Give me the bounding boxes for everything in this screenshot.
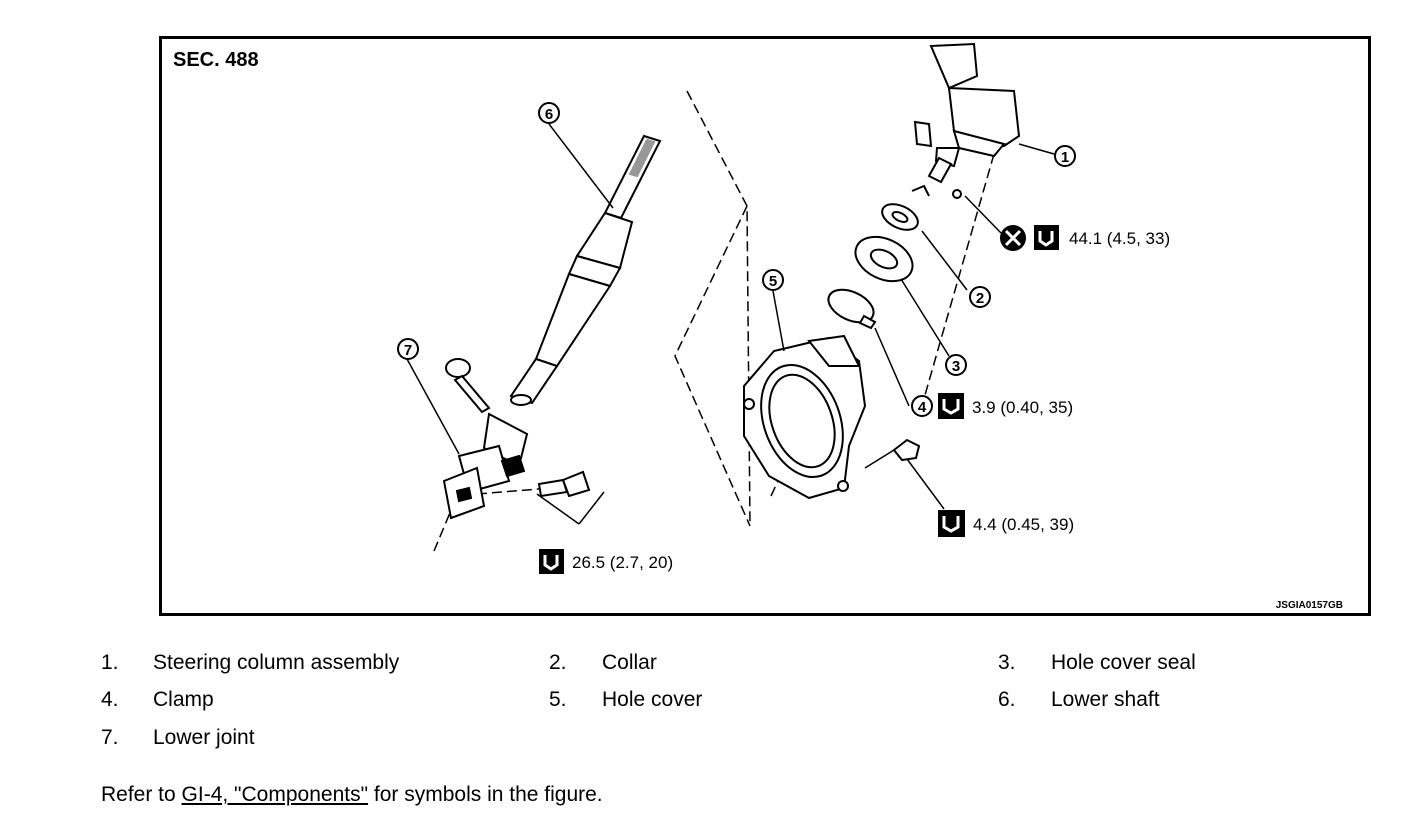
legend-label-3: Hole cover seal (1051, 651, 1196, 674)
legend-num-1: 1. (101, 651, 119, 674)
steering-column-drawing (913, 42, 1021, 199)
callout-3: 3 (945, 354, 967, 376)
footnote-suffix: for symbols in the figure. (368, 783, 603, 806)
replace-part-icon (1000, 225, 1026, 251)
legend-num-5: 5. (549, 688, 567, 711)
legend-num-6: 6. (998, 688, 1016, 711)
exploded-diagram: SEC. 488 JSGIA0157GB (159, 36, 1371, 616)
svg-text:2: 2 (976, 290, 984, 307)
legend-label-7: Lower joint (153, 726, 255, 749)
seal-collar-drawings (827, 184, 930, 462)
svg-text:4: 4 (918, 399, 927, 416)
svg-text:4.4 (0.45, 39): 4.4 (0.45, 39) (973, 515, 1074, 534)
legend-label-5: Hole cover (602, 688, 703, 711)
legend-num-2: 2. (549, 651, 567, 674)
lower-shaft-drawing (509, 134, 662, 406)
legend-label-2: Collar (602, 651, 657, 674)
torque-spec-2: 3.9 (0.40, 35) (938, 393, 1073, 419)
legend-label-4: Clamp (153, 688, 214, 711)
figure-frame (159, 36, 1371, 616)
legend-num-7: 7. (101, 726, 119, 749)
svg-text:3: 3 (952, 358, 960, 375)
lower-joint-drawing (442, 358, 591, 520)
svg-text:1: 1 (1061, 149, 1069, 166)
torque-spec-3: 4.4 (0.45, 39) (938, 510, 1074, 537)
svg-text:5: 5 (769, 273, 777, 290)
callout-4: 4 (911, 395, 933, 417)
footnote: Refer to GI-4, "Components" for symbols … (101, 783, 603, 807)
components-link[interactable]: GI-4, "Components" (181, 783, 369, 806)
torque-spec-4: 26.5 (2.7, 20) (539, 549, 673, 574)
legend-label-6: Lower shaft (1051, 688, 1160, 711)
callout-6: 6 (538, 102, 560, 124)
figure-code: JSGIA0157GB (1276, 600, 1343, 611)
hole-cover-drawing (743, 334, 867, 500)
legend-num-3: 3. (998, 651, 1016, 674)
torque-wrench-icon (1034, 225, 1059, 250)
legend-num-4: 4. (101, 688, 119, 711)
callout-7: 7 (397, 338, 419, 360)
callout-1: 1 (1054, 145, 1076, 167)
svg-text:26.5 (2.7, 20): 26.5 (2.7, 20) (572, 553, 673, 572)
svg-text:7: 7 (404, 342, 412, 359)
torque-spec-1: 44.1 (4.5, 33) (1000, 225, 1170, 251)
callout-2: 2 (969, 286, 991, 308)
legend-label-1: Steering column assembly (153, 651, 400, 674)
leader-lines (406, 123, 1055, 525)
torque-wrench-icon (938, 510, 965, 537)
section-label: SEC. 488 (173, 49, 259, 71)
torque-wrench-icon (938, 393, 964, 419)
torque-wrench-icon (539, 549, 564, 574)
svg-text:6: 6 (545, 106, 553, 123)
svg-text:3.9 (0.40, 35): 3.9 (0.40, 35) (972, 398, 1073, 417)
svg-text:44.1 (4.5, 33): 44.1 (4.5, 33) (1069, 229, 1170, 248)
footnote-prefix: Refer to (101, 783, 182, 806)
callout-5: 5 (762, 269, 784, 291)
